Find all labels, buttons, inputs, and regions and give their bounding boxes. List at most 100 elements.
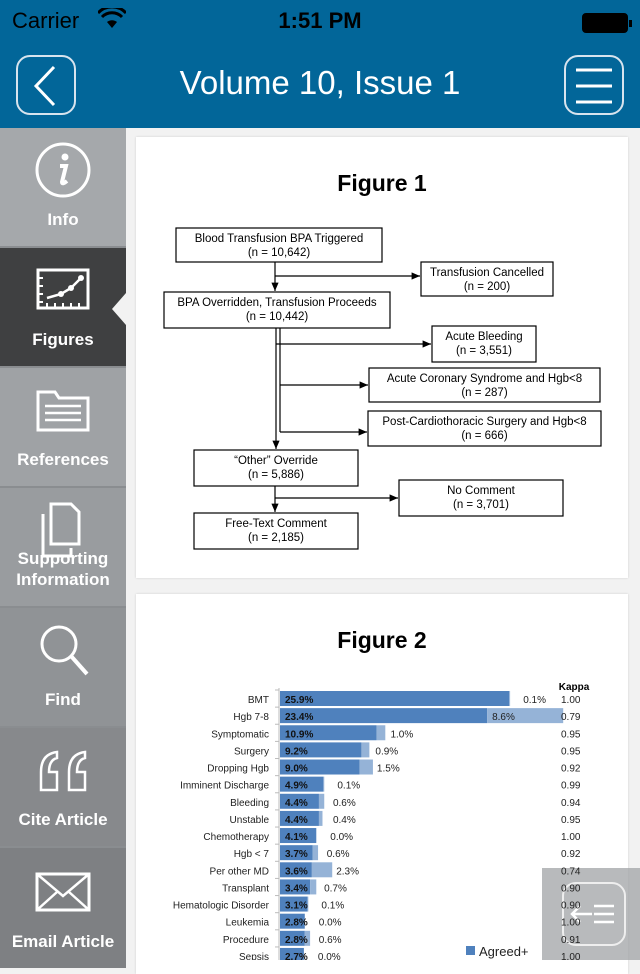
chart-icon — [36, 268, 90, 310]
sidebar-item-cite-article[interactable]: Cite Article — [0, 728, 126, 848]
flowchart-arrows — [271, 262, 431, 512]
box-outline — [431, 325, 537, 363]
bar-value-label: 0.6% — [327, 849, 350, 860]
bar-other — [487, 708, 564, 724]
sidebar-item-label: Figures — [32, 330, 94, 349]
bar-other — [310, 879, 317, 895]
chevron-left-icon — [33, 65, 56, 107]
sidebar-item-references[interactable]: References — [0, 368, 126, 488]
bar-value-label: 0.6% — [333, 798, 356, 809]
flowchart-box: “Other” Override(n = 5,886) — [193, 449, 359, 487]
flowchart-box: Transfusion Cancelled(n = 200) — [420, 261, 554, 297]
carrier: Carrier — [12, 8, 80, 33]
flowchart-box: Free-Text Comment(n = 2,185) — [193, 512, 359, 550]
quote-icon — [39, 750, 87, 792]
info-icon — [35, 142, 91, 198]
kappa-value: 0.92 — [561, 764, 581, 775]
bar-agreed — [280, 759, 360, 775]
bar-value-label: 4.1% — [285, 832, 308, 843]
kappa-header: Kappa — [559, 682, 590, 693]
sidebar-item-email-article[interactable]: Email Article — [0, 848, 126, 968]
category-label: Dropping Hgb — [207, 764, 269, 775]
box-outline — [367, 410, 602, 447]
box-label: Post-Cardiothoracic Surgery and Hgb<8 — [382, 416, 586, 428]
box-count: (n = 666) — [461, 430, 508, 442]
bar-other — [311, 862, 333, 878]
folder-icon — [36, 390, 90, 432]
bar-value-label: 4.4% — [285, 798, 308, 809]
bar-value-label: 10.9% — [285, 729, 313, 740]
back-to-list-button[interactable] — [562, 882, 626, 946]
sidebar-item-label: Info — [47, 210, 79, 229]
category-label: Unstable — [230, 815, 270, 826]
bar-agreed — [280, 913, 305, 929]
bar-value-label: 2.3% — [336, 866, 359, 877]
bar-agreed — [280, 725, 377, 741]
figure-title: Figure 1 — [337, 170, 427, 196]
bar-agreed — [280, 947, 304, 960]
sidebar-item-info[interactable]: Info — [0, 128, 126, 248]
sidebar-item-supporting-information[interactable]: Supporting Information — [0, 488, 126, 608]
kappa-value: 1.00 — [561, 918, 581, 929]
clock: 1:51 PM — [278, 8, 362, 33]
bar-value-label: 0.1% — [321, 901, 344, 912]
sidebar-item-find[interactable]: Find — [0, 608, 126, 728]
flowchart-box: No Comment (n = 3,701) — [398, 479, 564, 517]
legend-label: Agreed+ — [479, 944, 529, 959]
box-count: (n = 5,886) — [248, 469, 304, 481]
box-count: (n = 200) — [464, 281, 511, 293]
sidebar-item-label: Cite Article — [18, 810, 108, 829]
legend: Agreed+ — [466, 944, 529, 959]
box-outline — [175, 227, 383, 263]
box-count: (n = 3,551) — [456, 345, 512, 357]
bar-agreed — [280, 793, 319, 809]
category-label: Hematologic Disorder — [173, 901, 270, 912]
box-count: (n = 10,642) — [248, 247, 311, 259]
bar-agreed — [280, 828, 317, 844]
kappa-value: 0.95 — [561, 746, 581, 757]
bar-agreed — [280, 742, 362, 758]
bar-agreed — [280, 810, 319, 826]
kappa-value: 1.00 — [561, 832, 581, 843]
kappa-value: 0.91 — [561, 935, 581, 946]
box-outline — [398, 479, 564, 517]
back-button[interactable] — [16, 55, 76, 115]
figure-title: Figure 2 — [337, 627, 427, 653]
bar-value-label: 0.7% — [324, 883, 347, 894]
sidebar-item-label: Supporting Information — [16, 549, 110, 589]
box-label: No Comment — [447, 485, 516, 497]
bar-value-label: 2.8% — [285, 935, 308, 946]
bar-value-label: 1.0% — [390, 729, 413, 740]
kappa-value: 0.90 — [561, 883, 581, 894]
bar-value-label: 25.9% — [285, 695, 313, 706]
bar-value-label: 0.0% — [330, 832, 353, 843]
box-label: Blood Transfusion BPA Triggered — [195, 233, 364, 245]
bar-value-label: 9.0% — [285, 764, 308, 775]
box-count: (n = 3,701) — [453, 499, 509, 511]
bar-value-label: 1.5% — [377, 764, 400, 775]
menu-button[interactable] — [564, 55, 624, 115]
category-label: BMT — [248, 695, 269, 706]
sidebar-item-figures[interactable]: Figures — [0, 248, 126, 368]
wifi-icon — [98, 8, 126, 28]
flowchart-box: BPA Overridden, Transfusion Proceeds(n =… — [163, 291, 391, 329]
back-to-list-icon — [570, 904, 614, 924]
category-label: Chemotherapy — [203, 832, 269, 843]
envelope-icon — [35, 872, 91, 912]
kappa-value: 0.92 — [561, 849, 581, 860]
bar-other — [376, 725, 386, 741]
bar-row: Dropping Hgb 9.0% 1.5% 0.92 — [207, 758, 581, 775]
bar-agreed — [280, 930, 305, 946]
bar-value-label: 3.6% — [285, 866, 308, 877]
flowchart-box: Post-Cardiothoracic Surgery and Hgb<8 (n … — [367, 410, 602, 447]
box-label: Acute Coronary Syndrome and Hgb<8 — [387, 373, 582, 385]
bar-other — [318, 793, 325, 809]
